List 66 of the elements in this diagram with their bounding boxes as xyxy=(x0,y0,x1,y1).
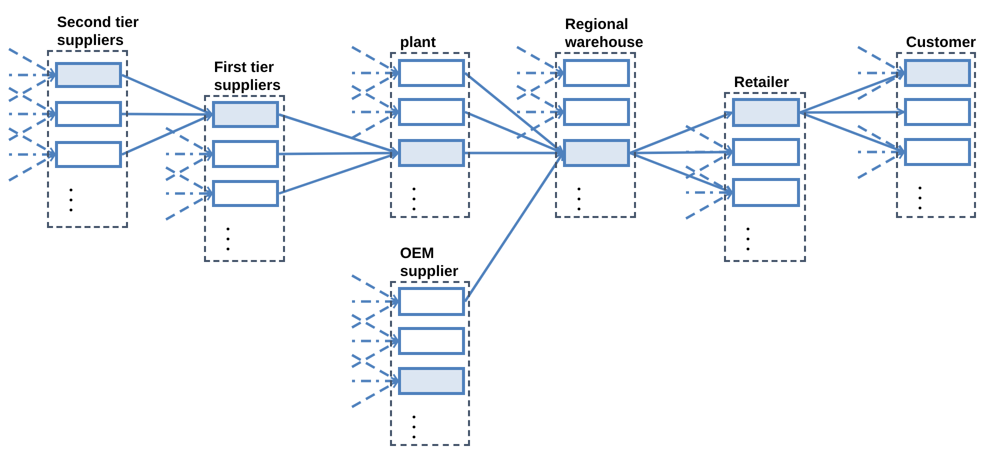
dashed-arrow xyxy=(351,110,399,140)
dashed-arrow xyxy=(516,84,564,114)
dashed-arrow xyxy=(165,126,213,156)
dashed-arrow xyxy=(857,124,905,154)
dashed-arrow xyxy=(685,165,733,194)
dashed-arrow xyxy=(351,274,399,303)
dashed-arrow xyxy=(685,191,733,220)
process-box xyxy=(212,180,279,207)
dashed-arrow xyxy=(351,314,399,342)
process-box xyxy=(212,140,279,168)
arrow xyxy=(800,108,905,117)
process-box xyxy=(212,101,279,128)
dashed-arrow xyxy=(516,72,564,100)
process-box xyxy=(398,98,465,126)
process-box xyxy=(55,62,122,88)
dashed-arrow xyxy=(8,86,56,116)
dashed-arrow xyxy=(516,46,564,74)
dashed-arrow xyxy=(351,84,399,114)
process-box xyxy=(398,367,465,395)
arrow xyxy=(278,151,399,195)
group-heading: OEM supplier xyxy=(400,245,460,281)
arrow xyxy=(464,152,564,302)
dashed-arrow xyxy=(351,72,399,100)
process-box xyxy=(904,138,971,166)
dashed-arrow xyxy=(165,152,213,182)
dashed-arrow xyxy=(8,153,56,182)
group-heading: Customer xyxy=(906,34,978,52)
dashed-arrow xyxy=(8,127,56,156)
arrow xyxy=(122,113,213,156)
process-box xyxy=(563,59,630,87)
arrow xyxy=(122,74,213,116)
dashed-arrow xyxy=(685,124,733,154)
arrow xyxy=(630,110,733,154)
process-box xyxy=(563,98,630,126)
dashed-arrow xyxy=(351,380,399,408)
arrow xyxy=(464,72,564,154)
dashed-arrow xyxy=(8,74,56,102)
dashed-arrow xyxy=(8,48,56,76)
process-box xyxy=(732,98,800,127)
process-box xyxy=(732,178,800,207)
process-box xyxy=(55,141,122,168)
dashed-arrow xyxy=(857,150,905,180)
process-box xyxy=(398,287,465,316)
group-heading: Retailer xyxy=(734,74,790,92)
process-box xyxy=(55,101,122,127)
dashed-arrow xyxy=(351,354,399,382)
group-heading: First tier suppliers xyxy=(214,59,282,95)
process-box xyxy=(732,138,800,166)
process-box xyxy=(398,59,465,87)
group-heading: Second tier suppliers xyxy=(57,14,140,50)
dashed-arrow xyxy=(165,166,213,195)
dashed-arrow xyxy=(351,300,399,329)
dashed-arrow xyxy=(685,150,733,180)
process-box xyxy=(904,98,971,126)
dashed-arrow xyxy=(351,340,399,368)
dashed-arrow xyxy=(165,192,213,221)
process-box xyxy=(398,139,465,167)
dashed-arrow xyxy=(351,46,399,74)
dashed-arrow xyxy=(516,110,564,140)
process-box xyxy=(398,327,465,355)
process-box xyxy=(904,59,971,87)
dashed-arrow xyxy=(8,112,56,142)
dashed-arrow xyxy=(857,46,905,74)
group-heading: Regional warehouse xyxy=(565,16,644,52)
group-heading: plant xyxy=(400,34,437,52)
process-box xyxy=(563,139,630,167)
